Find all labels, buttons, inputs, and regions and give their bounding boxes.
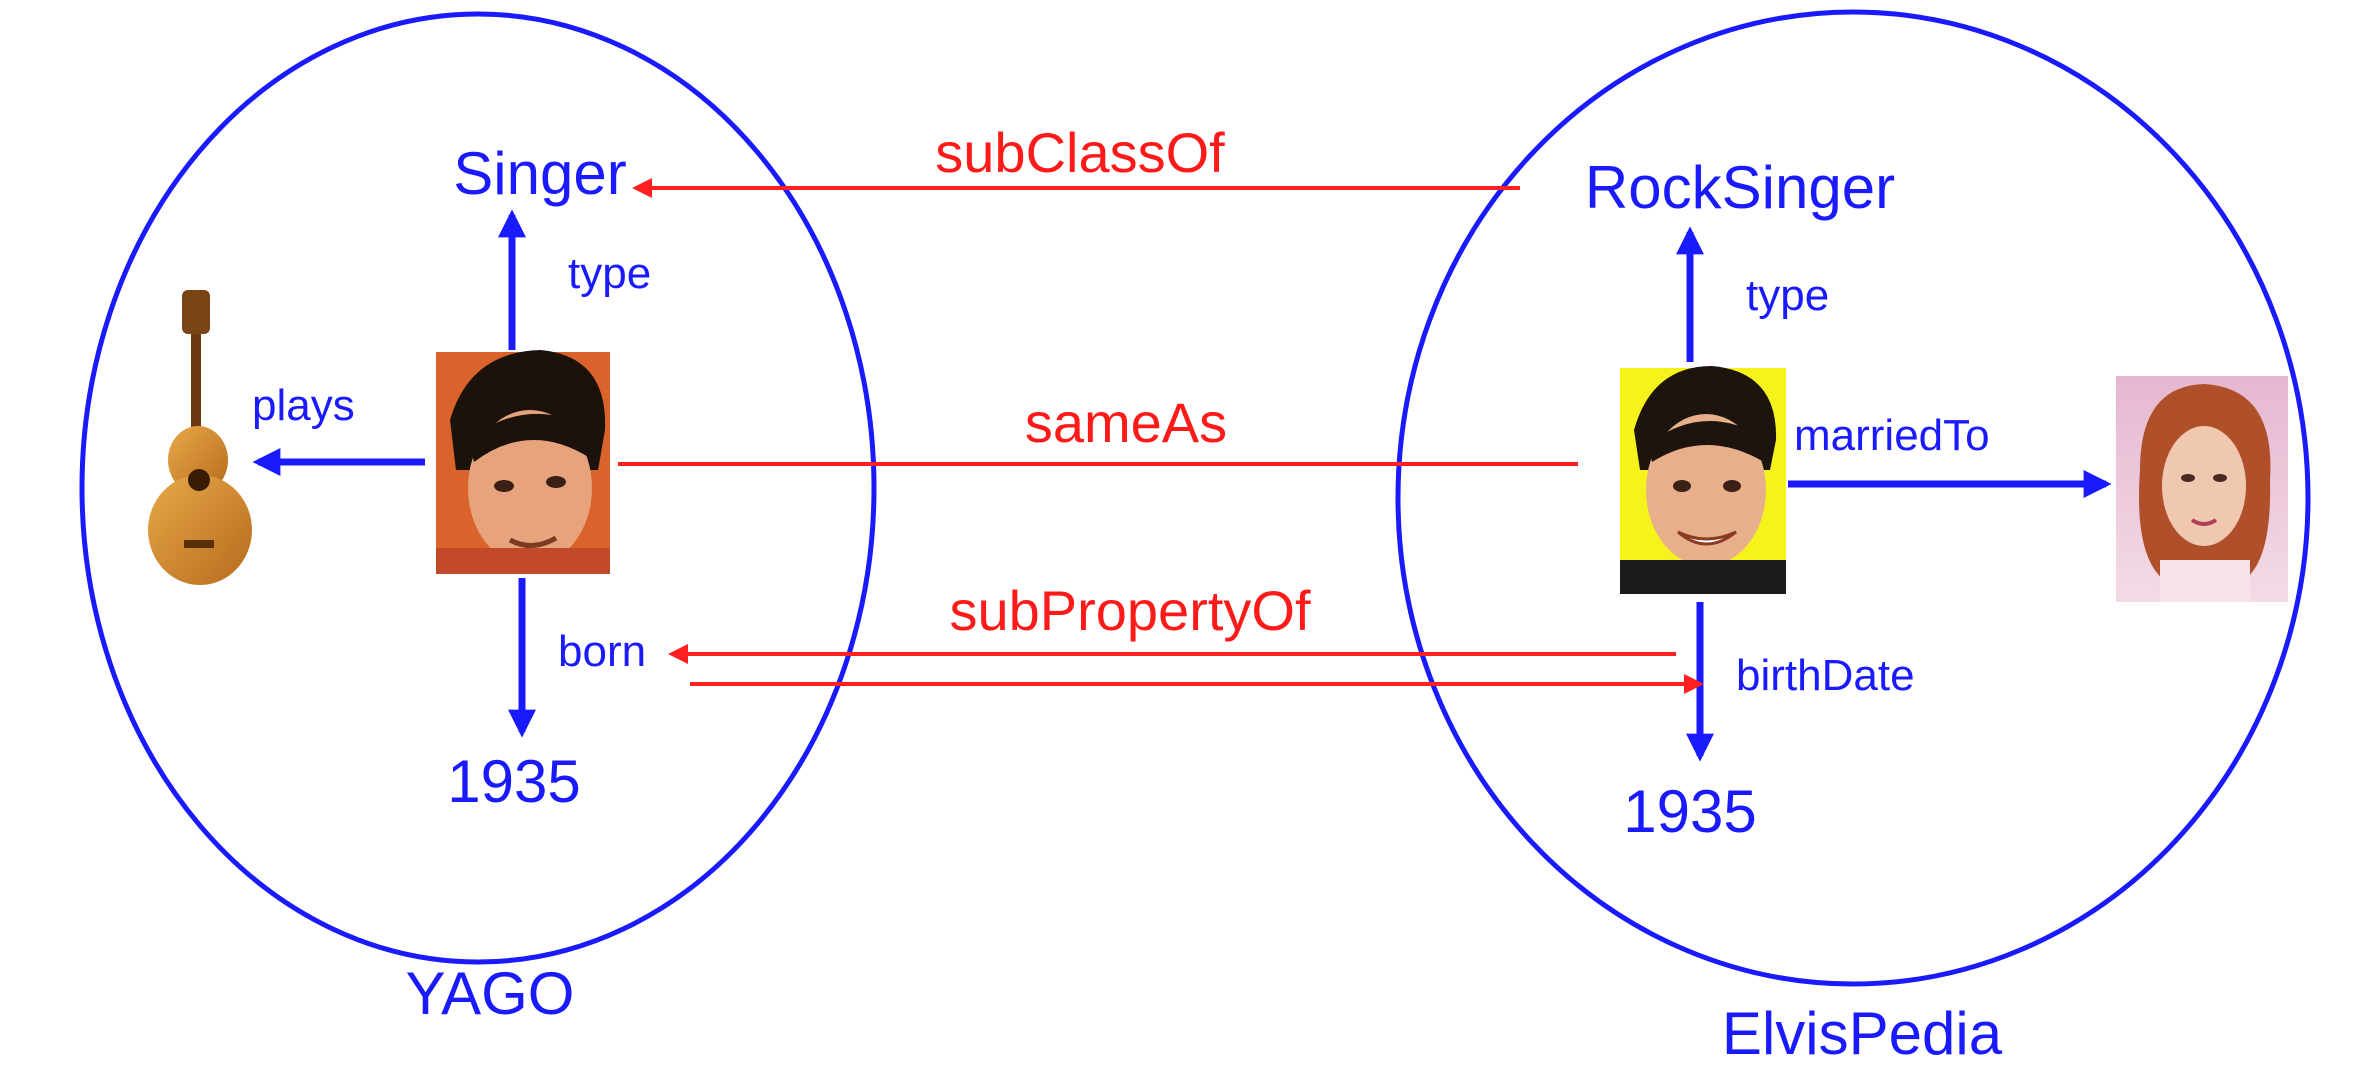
rocksinger-class-label: RockSinger [1585,154,1895,221]
elvispedia-year-label: 1935 [1623,778,1756,845]
plays-label: plays [252,381,355,430]
woman-photo-icon [2116,376,2288,602]
marriedto-label: marriedTo [1794,411,1990,460]
elvispedia-title: ElvisPedia [1722,1000,2003,1067]
subpropertyof-label: subPropertyOf [949,579,1310,642]
yago-title: YAGO [406,960,575,1027]
yago-boundary-circle [79,11,877,965]
born-label: born [558,627,646,676]
type-label-right: type [1746,271,1829,320]
elvis-photo-left-icon [436,350,610,574]
singer-class-label: Singer [453,140,626,207]
elvis-photo-right-icon [1620,366,1786,594]
subclassof-label: subClassOf [935,121,1225,184]
sameas-label: sameAs [1025,391,1227,454]
type-label-left: type [568,249,651,298]
yago-year-label: 1935 [447,748,580,815]
birthdate-label: birthDate [1736,651,1915,700]
guitar-icon [148,290,252,585]
elvispedia-boundary-circle [1395,9,2311,987]
